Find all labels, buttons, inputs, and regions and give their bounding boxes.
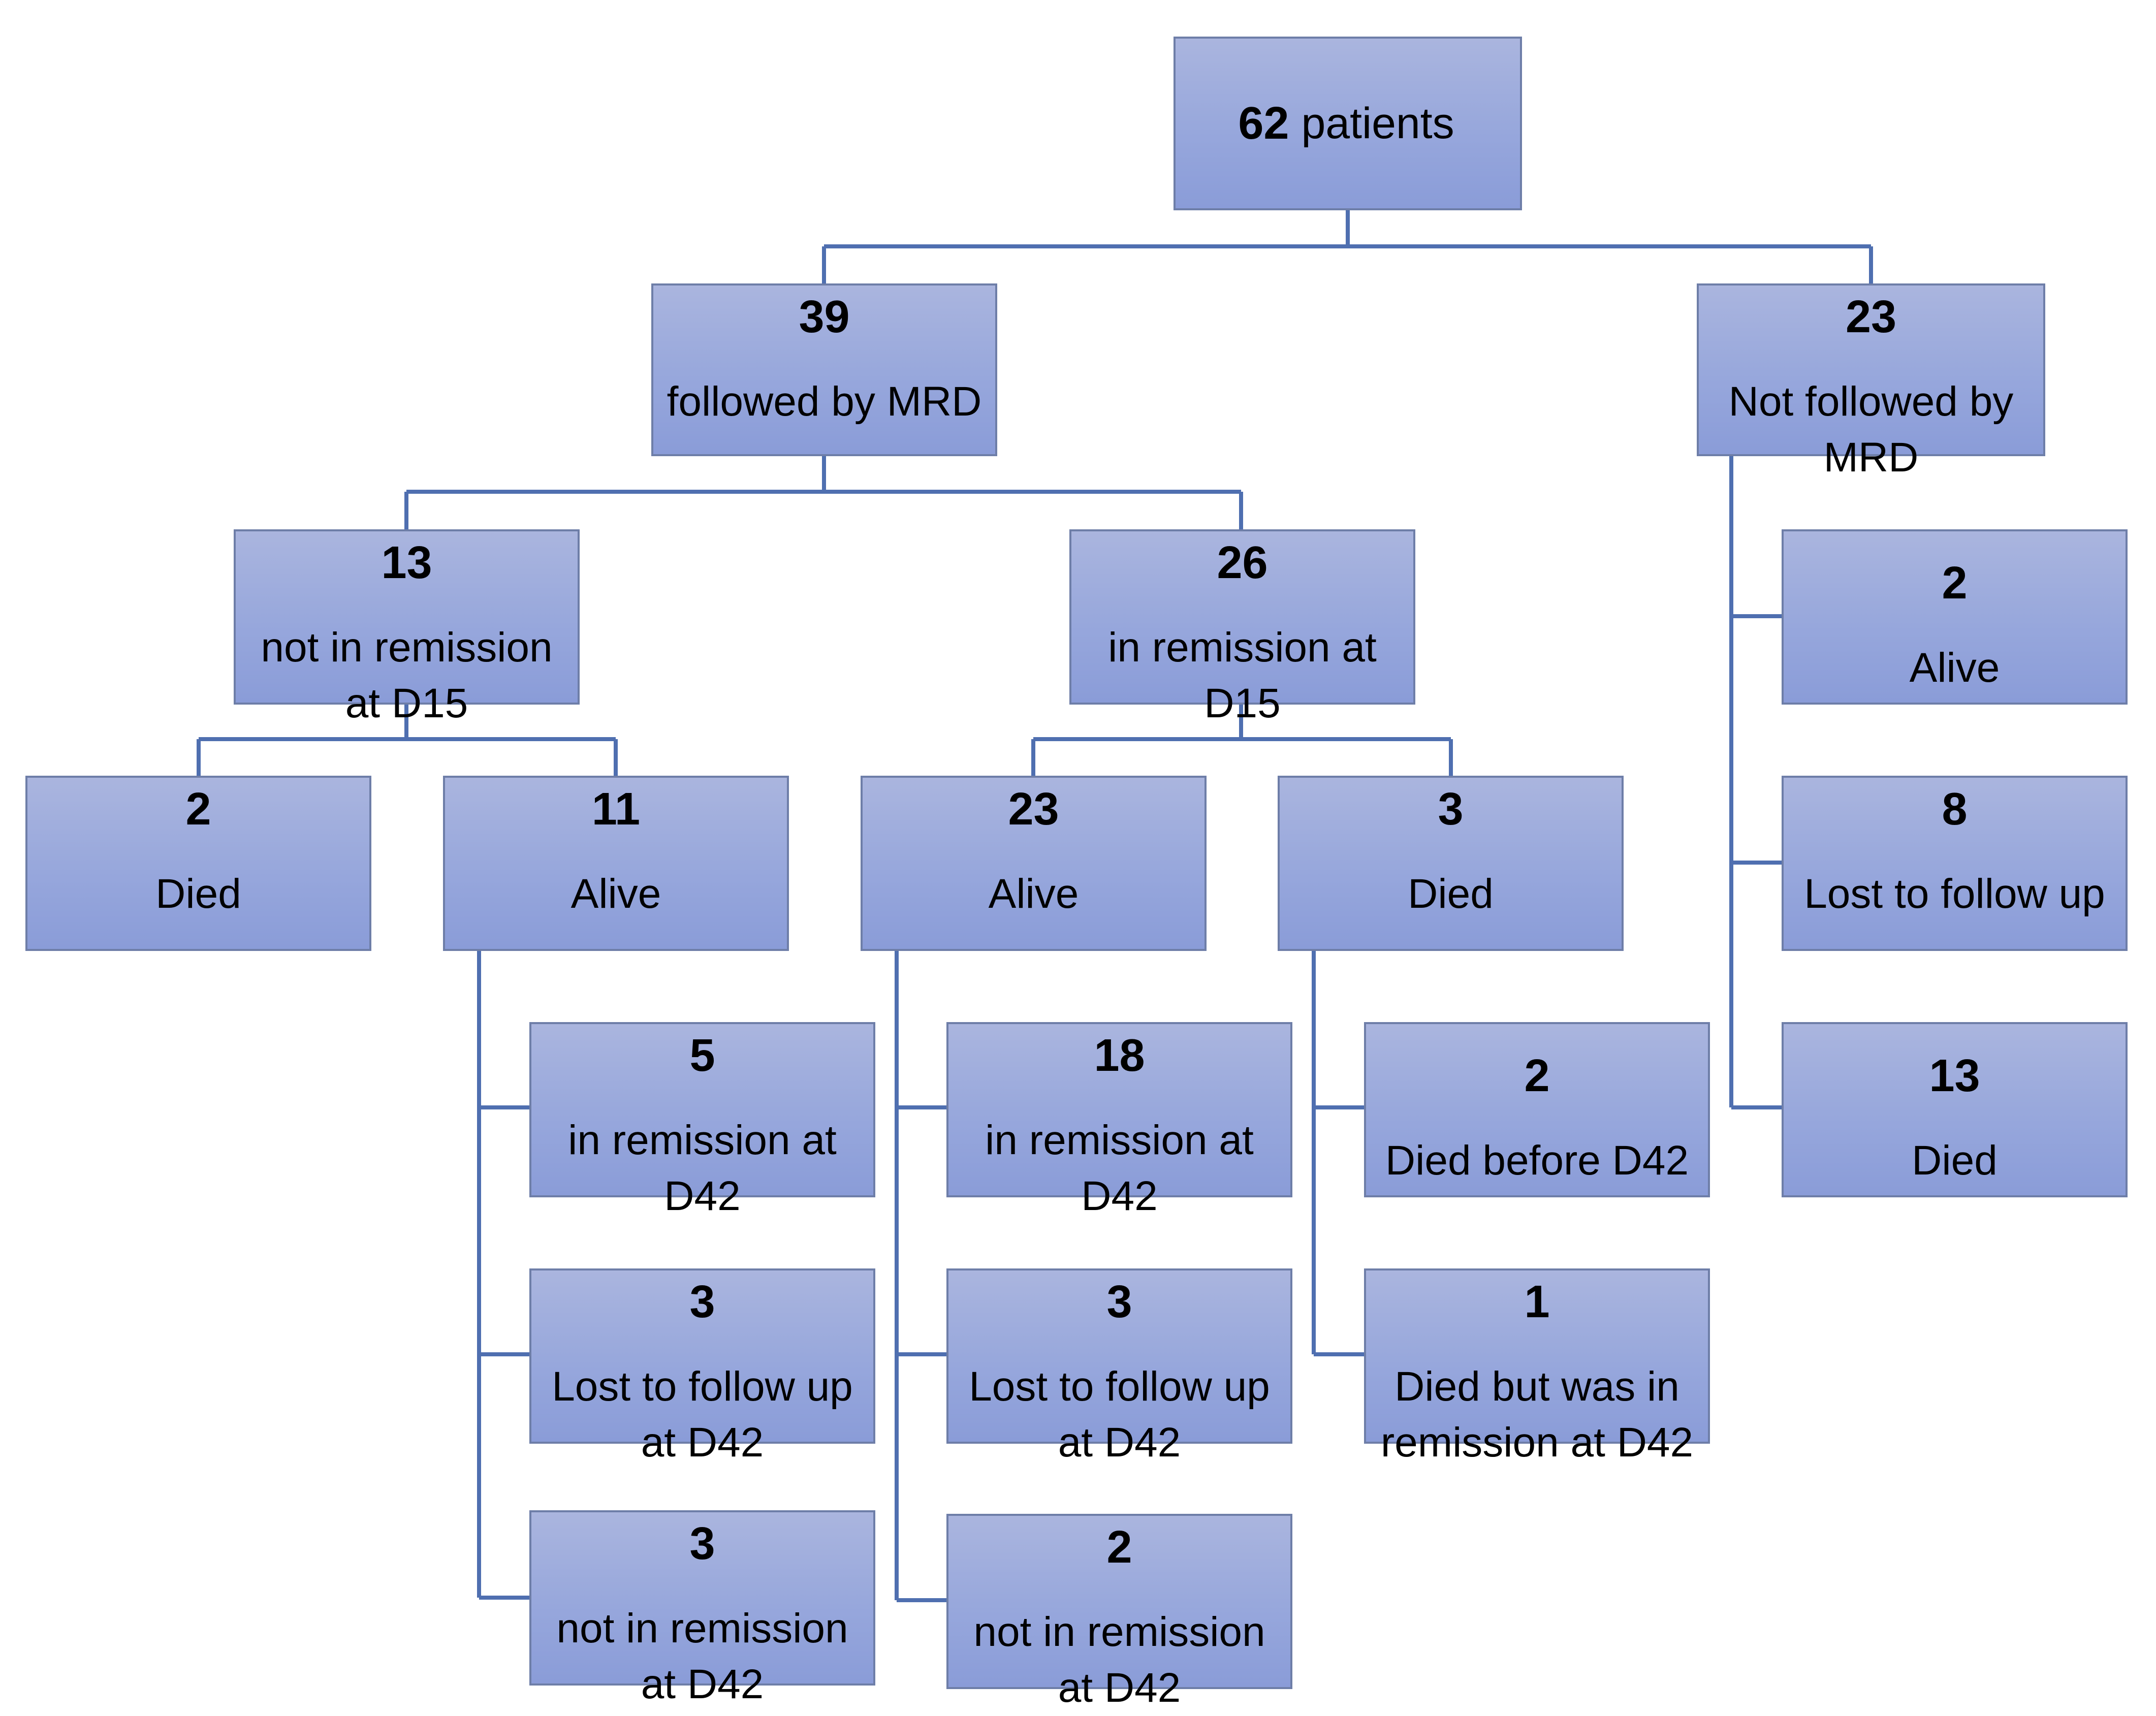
- connector-r-alive-children: [895, 950, 946, 1602]
- connector-nr-alive-children: [477, 950, 529, 1600]
- r-alive-not-remission-d42-count: 2: [1106, 1522, 1132, 1573]
- nomrd-lost-label: Lost to follow up: [1804, 871, 2105, 917]
- not-remission-d15-node: 13 not in remission at D15: [234, 529, 580, 726]
- nr-died-label: Died: [155, 871, 241, 917]
- r-alive-count: 23: [1008, 784, 1059, 835]
- nr-alive-not-remission-d42-node: 3 not in remission at D42: [529, 1510, 875, 1707]
- not-remission-d15-count: 13: [381, 537, 432, 588]
- nr-alive-node: 11 Alive: [443, 776, 789, 951]
- r-alive-label: Alive: [988, 871, 1079, 917]
- nr-alive-lost-d42-node: 3 Lost to follow up at D42: [529, 1268, 875, 1466]
- nomrd-died-node: 13 Died: [1782, 1022, 2128, 1197]
- r-died-remission-d42-count: 1: [1524, 1277, 1550, 1327]
- nr-alive-remission-d42-count: 5: [689, 1030, 715, 1081]
- connector-no-mrd-children: [1729, 455, 1782, 1109]
- nr-alive-lost-d42-count: 3: [689, 1277, 715, 1327]
- nomrd-died-count: 13: [1929, 1051, 1980, 1101]
- r-died-before-d42-node: 2 Died before D42: [1364, 1022, 1710, 1197]
- connector-remission-to-outcomes: [1031, 704, 1453, 776]
- r-alive-remission-d42-node: 18 in remission at D42: [946, 1022, 1292, 1219]
- r-alive-lost-d42-node: 3 Lost to follow up at D42: [946, 1268, 1292, 1466]
- nr-alive-remission-d42-node: 5 in remission at D42: [529, 1022, 875, 1219]
- r-died-node: 3 Died: [1278, 776, 1624, 951]
- nr-alive-count: 11: [591, 784, 641, 835]
- remission-d15-label: in remission at D15: [1108, 624, 1377, 726]
- nr-died-node: 2 Died: [25, 776, 371, 951]
- mrd-node: 39 followed by MRD: [651, 283, 997, 456]
- nr-died-count: 2: [185, 784, 211, 835]
- root-node: 62 patients: [1174, 37, 1522, 210]
- r-died-before-d42-label: Died before D42: [1385, 1137, 1689, 1184]
- no-mrd-node: 23 Not followed by MRD: [1697, 283, 2045, 481]
- root-label: patients: [1301, 99, 1454, 148]
- nomrd-alive-count: 2: [1942, 558, 1968, 609]
- nomrd-alive-node: 2 Alive: [1782, 529, 2128, 705]
- remission-d15-count: 26: [1217, 537, 1268, 588]
- nr-alive-lost-d42-label: Lost to follow up at D42: [552, 1363, 853, 1466]
- not-remission-d15-label: not in remission at D15: [261, 624, 553, 726]
- r-died-remission-d42-node: 1 Died but was in remission at D42: [1364, 1268, 1710, 1466]
- remission-d15-node: 26 in remission at D15: [1069, 529, 1415, 726]
- r-alive-remission-d42-label: in remission at D42: [985, 1117, 1254, 1219]
- r-alive-lost-d42-label: Lost to follow up at D42: [969, 1363, 1270, 1466]
- nr-alive-label: Alive: [570, 871, 661, 917]
- r-died-remission-d42-label: Died but was in remission at D42: [1380, 1363, 1694, 1466]
- connector-mrd-to-d15: [404, 455, 1243, 529]
- r-alive-remission-d42-count: 18: [1094, 1030, 1145, 1081]
- r-died-count: 3: [1438, 784, 1464, 835]
- r-alive-not-remission-d42-label: not in remission at D42: [973, 1609, 1265, 1711]
- connector-root-to-mrd-groups: [822, 209, 1873, 283]
- nomrd-alive-label: Alive: [1909, 645, 2000, 691]
- r-alive-lost-d42-count: 3: [1106, 1277, 1132, 1327]
- no-mrd-count: 23: [1845, 292, 1897, 342]
- nr-alive-remission-d42-label: in remission at D42: [568, 1117, 837, 1219]
- r-died-before-d42-count: 2: [1524, 1051, 1550, 1101]
- connector-r-died-children: [1312, 950, 1364, 1356]
- nr-alive-not-remission-d42-label: not in remission at D42: [556, 1605, 848, 1707]
- mrd-label: followed by MRD: [667, 378, 982, 425]
- no-mrd-label: Not followed by MRD: [1728, 378, 2014, 481]
- connector-not-remission-to-outcomes: [197, 704, 618, 776]
- nomrd-lost-count: 8: [1942, 784, 1968, 835]
- root-count: 62: [1238, 98, 1289, 149]
- nr-alive-not-remission-d42-count: 3: [689, 1518, 715, 1569]
- nomrd-died-label: Died: [1912, 1137, 1998, 1184]
- r-died-label: Died: [1408, 871, 1494, 917]
- r-alive-node: 23 Alive: [861, 776, 1207, 951]
- nomrd-lost-node: 8 Lost to follow up: [1782, 776, 2128, 951]
- r-alive-not-remission-d42-node: 2 not in remission at D42: [946, 1514, 1292, 1711]
- mrd-count: 39: [799, 292, 850, 342]
